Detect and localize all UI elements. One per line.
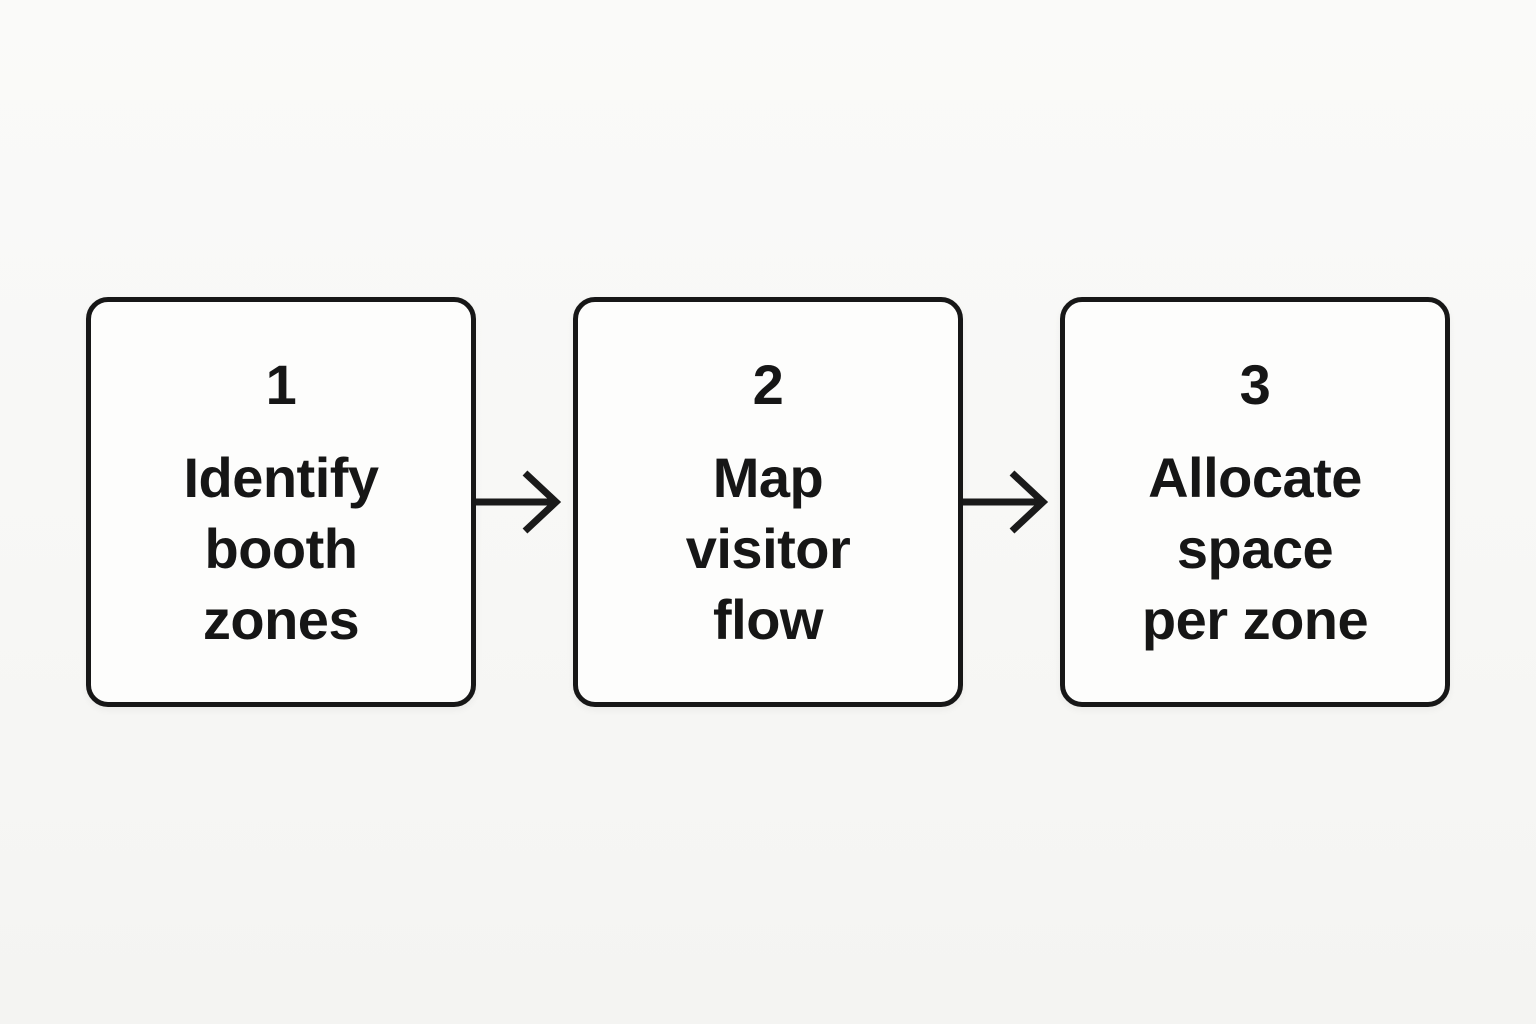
step-title-line: Identify: [183, 446, 379, 509]
step-title-line: booth: [204, 517, 358, 580]
connector-2-3: [963, 297, 1060, 707]
step-title-line: space: [1176, 517, 1334, 580]
arrow-right-icon: [476, 470, 562, 534]
step-box-1: 1 Identify booth zones: [86, 297, 476, 707]
step-title: Map visitor flow: [686, 442, 851, 655]
arrow-right-icon: [963, 470, 1049, 534]
flowchart: 1 Identify booth zones 2 Map visitor flo…: [0, 297, 1536, 707]
step-title: Identify booth zones: [183, 442, 379, 655]
step-number: 1: [265, 353, 297, 416]
step-title: Allocate space per zone: [1141, 442, 1369, 655]
step-number: 2: [752, 353, 784, 416]
step-box-3: 3 Allocate space per zone: [1060, 297, 1450, 707]
step-box-2: 2 Map visitor flow: [573, 297, 963, 707]
step-number: 3: [1239, 353, 1271, 416]
step-title-line: Map: [712, 446, 824, 509]
connector-1-2: [476, 297, 573, 707]
step-title-line: zones: [202, 588, 360, 651]
step-title-line: flow: [713, 588, 823, 651]
step-title-line: visitor: [685, 517, 851, 580]
step-title-line: per zone: [1141, 588, 1369, 651]
step-title-line: Allocate: [1148, 446, 1362, 509]
